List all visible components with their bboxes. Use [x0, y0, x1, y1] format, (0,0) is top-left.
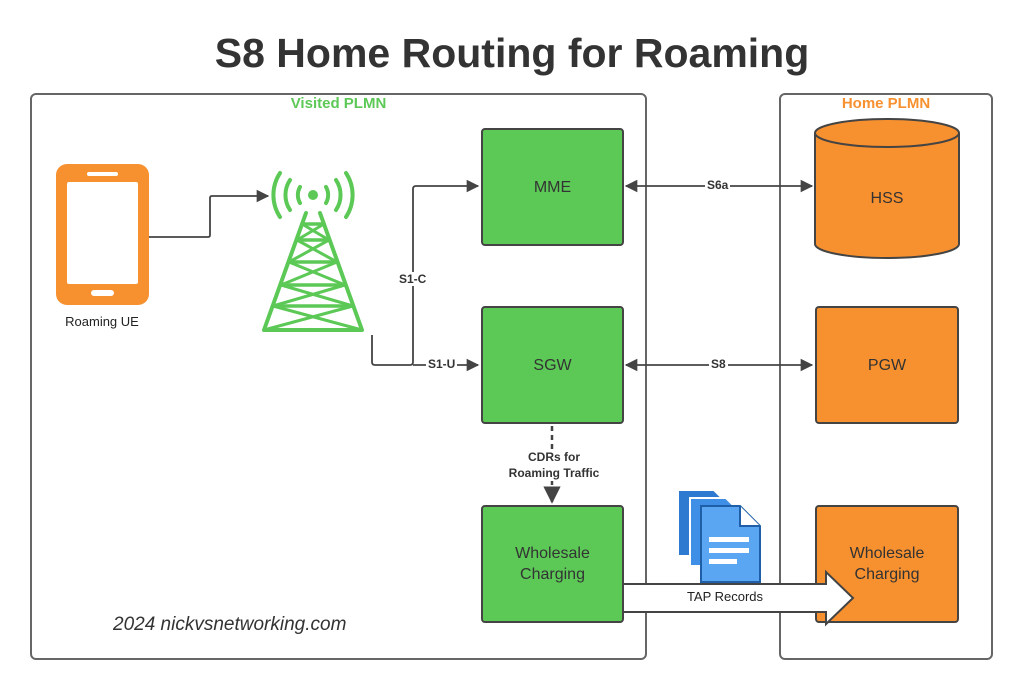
s1c-link — [371, 179, 480, 366]
sgw-node[interactable]: SGW — [481, 306, 624, 424]
hss-cylinder — [814, 118, 960, 259]
cdrs-label-line1: CDRs for — [527, 450, 580, 464]
footer-credit: 2024 nickvsnetworking.com — [113, 614, 347, 635]
s8-label: S8 — [709, 357, 728, 371]
s6a-label: S6a — [705, 178, 731, 192]
smartphone-icon — [56, 164, 149, 305]
visited-plmn-label: Visited PLMN — [290, 95, 387, 112]
roaming-ue-label: Roaming UE — [65, 314, 139, 329]
ue-to-tower-link — [149, 189, 270, 238]
hss-node[interactable]: HSS — [815, 148, 959, 248]
visited-plmn-region — [30, 93, 647, 660]
sgw-label: SGW — [533, 356, 572, 374]
cdrs-label-line2: Roaming Traffic — [508, 466, 600, 480]
mme-node[interactable]: MME — [481, 128, 624, 246]
wholesale-charging-home-node[interactable]: Wholesale Charging — [815, 505, 959, 623]
mme-label: MME — [533, 178, 572, 196]
documents-icon — [677, 489, 761, 583]
pgw-label: PGW — [867, 356, 907, 374]
page-title: S8 Home Routing for Roaming — [214, 30, 810, 76]
s1c-label: S1-C — [397, 272, 429, 286]
wholesale-charging-home-label: Wholesale Charging — [849, 545, 925, 583]
tap-records-label: TAP Records — [686, 589, 764, 604]
home-plmn-region — [779, 93, 993, 660]
pgw-node[interactable]: PGW — [815, 306, 959, 424]
cell-tower-icon — [262, 171, 364, 332]
wholesale-charging-visited-label: Wholesale Charging — [515, 545, 590, 583]
cdrs-label: CDRs for Roaming Traffic — [490, 449, 618, 481]
wholesale-charging-visited-node[interactable]: Wholesale Charging — [481, 505, 624, 623]
s1u-label: S1-U — [426, 357, 458, 371]
hss-label: HSS — [870, 189, 904, 207]
home-plmn-label: Home PLMN — [841, 95, 931, 112]
